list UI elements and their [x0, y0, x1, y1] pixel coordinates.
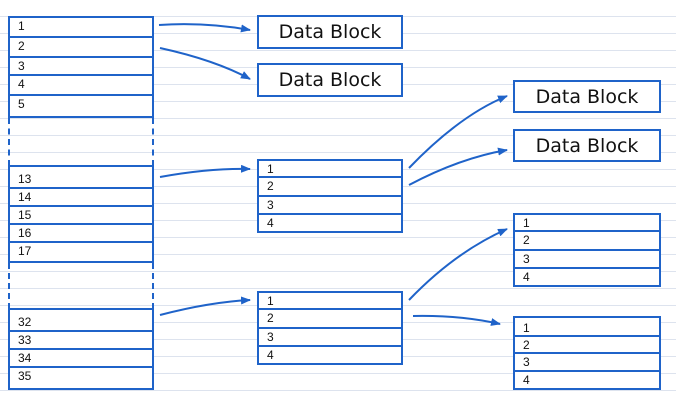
inode-entry: 5 — [18, 97, 25, 111]
inode-entry: 3 — [10, 58, 152, 76]
pointer-entry: 2 — [515, 232, 659, 251]
pointer-arrow — [158, 23, 251, 33]
pointer-entry: 4 — [523, 270, 530, 284]
pointer-entry: 4 — [267, 216, 274, 230]
pointer-arrow — [159, 47, 251, 80]
pointer-arrow — [408, 228, 508, 301]
pointer-entry: 2 — [259, 310, 401, 329]
pointer-entry: 4 — [267, 348, 274, 362]
pointer-arrow — [412, 314, 501, 326]
inode-entry: 2 — [10, 38, 152, 58]
inode-entry: 35 — [18, 369, 32, 383]
pointer-arrow — [159, 296, 251, 316]
pointer-entry: 3 — [515, 251, 659, 269]
inode-entry: 33 — [10, 332, 152, 350]
inode-entry: 17 — [18, 244, 32, 258]
data-block: Data Block — [257, 63, 403, 97]
inode-entry: 14 — [10, 189, 152, 207]
inode-gap-right — [152, 118, 154, 166]
pointer-entry: 3 — [515, 354, 659, 372]
inode-gap-right — [152, 263, 154, 309]
pointer-entry: 1 — [515, 215, 659, 232]
pointer-entry: 1 — [259, 293, 401, 310]
inode-pointer-group-double: 32 33 34 35 — [8, 308, 154, 390]
pointer-arrow — [408, 95, 508, 169]
inode-entry: 1 — [10, 18, 152, 38]
pointer-entry: 3 — [259, 197, 401, 215]
inode-entry: 34 — [10, 350, 152, 368]
leaf-indirect-block: 1 2 3 4 — [513, 316, 661, 390]
single-indirect-block: 1 2 3 4 — [257, 159, 403, 233]
data-block: Data Block — [513, 129, 661, 162]
pointer-entry: 1 — [515, 318, 659, 337]
pointer-entry: 3 — [259, 329, 401, 347]
pointer-arrow — [159, 164, 251, 178]
inode-entry: 15 — [10, 207, 152, 225]
inode-entry: 16 — [10, 225, 152, 243]
pointer-entry: 4 — [523, 373, 530, 387]
inode-entry: 32 — [10, 310, 152, 332]
inode-gap-left — [8, 118, 10, 166]
inode-entry: 4 — [10, 76, 152, 96]
inode-gap-left — [8, 263, 10, 309]
pointer-entry: 2 — [515, 337, 659, 354]
double-indirect-block: 1 2 3 4 — [257, 291, 403, 365]
inode-pointer-group-single: 13 14 15 16 17 — [8, 165, 154, 263]
pointer-entry: 1 — [259, 161, 401, 178]
inode-entry: 13 — [10, 167, 152, 189]
pointer-entry: 2 — [259, 178, 401, 197]
pointer-arrow — [408, 147, 508, 186]
inode-pointer-group-direct: 1 2 3 4 5 — [8, 16, 154, 118]
data-block: Data Block — [257, 15, 403, 49]
leaf-indirect-block: 1 2 3 4 — [513, 213, 661, 287]
data-block: Data Block — [513, 80, 661, 113]
